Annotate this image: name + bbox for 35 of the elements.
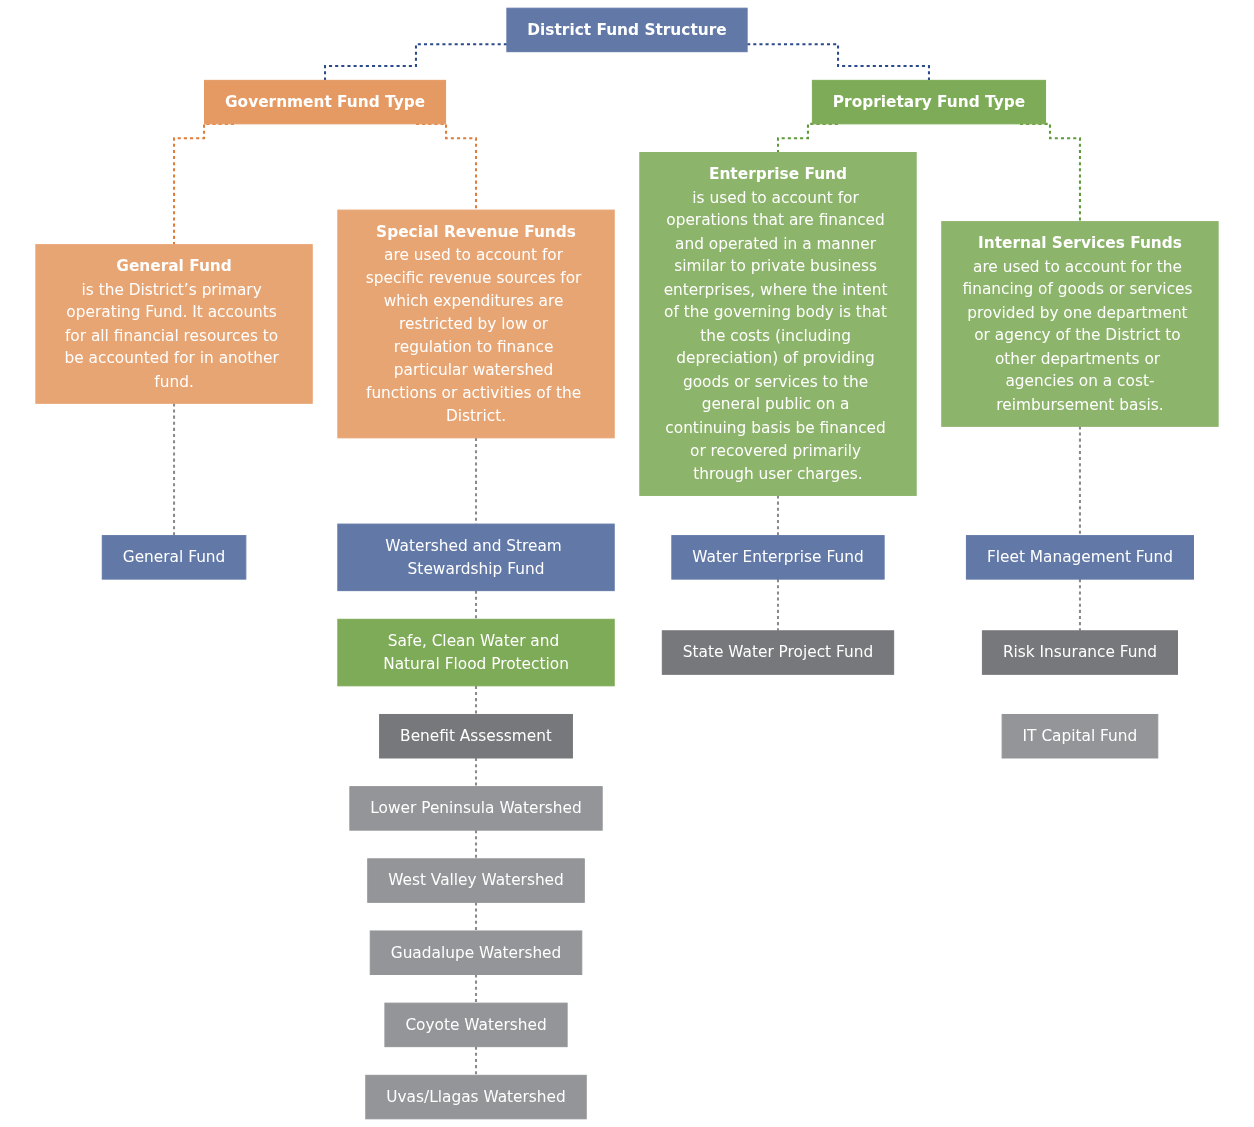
node-box: Enterprise Fund is used to account for operations that are financed and operated in a manner similar to private business enterprises, where the intent of the governing body is that the costs (including depreciation) of providing goods or services to the general public on a continuing basis be financed or recovered primarily through user charges. (639, 152, 917, 496)
connector (475, 973, 478, 1005)
connector (324, 43, 507, 82)
node-box: Watershed and Stream Stewardship Fund (337, 523, 615, 592)
node-box: Lower Peninsula Watershed (349, 786, 603, 831)
node-box: Internal Services Funds are used to account for the financing of goods or services provided by one department or agency of the District to other departments or agencies on a cost-reimbursement basis. (941, 221, 1219, 427)
connector (475, 589, 478, 621)
node-box: State Water Project Fund (661, 630, 895, 675)
node-box: Government Fund Type (204, 79, 447, 125)
connector (475, 684, 478, 716)
node-box: District Fund Structure (506, 7, 748, 53)
node-box: Water Enterprise Fund (671, 535, 885, 580)
node-box: Coyote Watershed (384, 1002, 568, 1048)
connector (747, 43, 930, 82)
node-box: West Valley Watershed (367, 858, 585, 903)
connector (475, 829, 478, 860)
node-box: Special Revenue Funds are used to account for specific revenue sources for which expenditures are restricted by low or regulation to finance particular watershed functions or activities of the District. (337, 209, 615, 439)
node-box: Proprietary Fund Type (811, 79, 1047, 125)
connector (475, 1045, 478, 1077)
connector (173, 402, 176, 537)
connector (475, 756, 478, 788)
node-box: Uvas/Llagas Watershed (365, 1074, 587, 1120)
node-box: Safe, Clean Water and Natural Flood Protection (337, 618, 615, 687)
node-box: Risk Insurance Fund (981, 630, 1178, 675)
node-box: General Fund is the District’s primary operating Fund. It accounts for all financial resources to be accounted for in another fund. (35, 244, 313, 404)
node-box: General Fund (101, 535, 247, 580)
node-box: Benefit Assessment (379, 713, 573, 759)
node-box: Guadalupe Watershed (369, 930, 583, 975)
node-box: Fleet Management Fund (965, 535, 1194, 580)
node-box: IT Capital Fund (1001, 713, 1159, 759)
connector (776, 494, 779, 537)
connector (776, 578, 779, 632)
connector (1078, 578, 1081, 632)
connector (1078, 425, 1081, 537)
connector (475, 901, 478, 932)
